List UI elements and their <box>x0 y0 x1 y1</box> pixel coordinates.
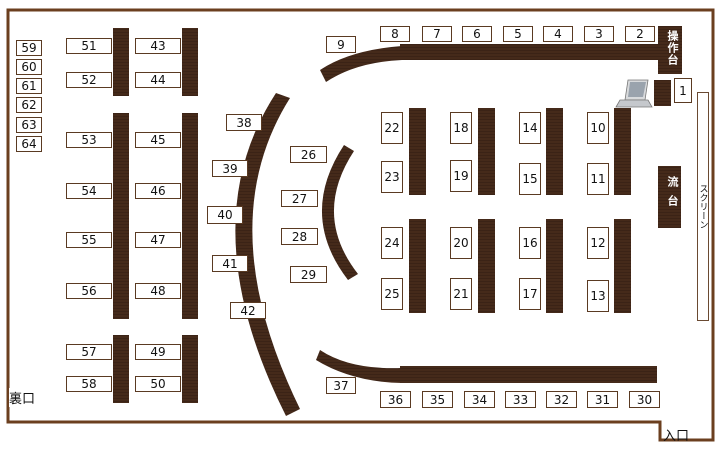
seat-51[interactable]: 51 <box>66 38 112 54</box>
seat-22[interactable]: 22 <box>381 112 403 144</box>
desk <box>113 113 129 319</box>
seat-2[interactable]: 2 <box>625 26 655 42</box>
seat-13[interactable]: 13 <box>587 280 609 312</box>
desk <box>409 108 426 195</box>
desk <box>478 108 495 195</box>
sink-desk-label: 流台 <box>666 176 679 214</box>
seat-56[interactable]: 56 <box>66 283 112 299</box>
desk <box>316 350 402 383</box>
seat-39[interactable]: 39 <box>212 160 248 177</box>
seat-21[interactable]: 21 <box>450 278 472 310</box>
seat-5[interactable]: 5 <box>503 26 533 42</box>
desk <box>409 219 426 313</box>
desk <box>320 46 402 82</box>
desk <box>113 28 129 96</box>
seat-64[interactable]: 64 <box>16 136 42 152</box>
desk <box>182 28 198 96</box>
seat-20[interactable]: 20 <box>450 227 472 259</box>
seat-27[interactable]: 27 <box>281 190 318 207</box>
sink-desk <box>658 166 681 228</box>
seat-25[interactable]: 25 <box>381 278 403 310</box>
seat-3[interactable]: 3 <box>584 26 614 42</box>
control-desk-label: 操作台 <box>666 30 679 66</box>
seat-36[interactable]: 36 <box>380 391 411 408</box>
seat-35[interactable]: 35 <box>422 391 453 408</box>
seat-40[interactable]: 40 <box>207 206 243 224</box>
seat-12[interactable]: 12 <box>587 227 609 259</box>
seat-63[interactable]: 63 <box>16 117 42 133</box>
seat-55[interactable]: 55 <box>66 232 112 248</box>
seat-19[interactable]: 19 <box>450 160 472 192</box>
seat-28[interactable]: 28 <box>281 228 318 245</box>
seat-30[interactable]: 30 <box>629 391 660 408</box>
seat-34[interactable]: 34 <box>464 391 495 408</box>
seat-29[interactable]: 29 <box>290 266 327 283</box>
seat-42[interactable]: 42 <box>230 302 266 319</box>
seat-48[interactable]: 48 <box>135 283 181 299</box>
desk <box>478 219 495 313</box>
seat-37[interactable]: 37 <box>326 377 356 394</box>
seat-60[interactable]: 60 <box>16 59 42 75</box>
entrance-label: 入口 <box>663 429 690 444</box>
projection-screen: スクリーン <box>697 92 709 321</box>
seat-61[interactable]: 61 <box>16 78 42 94</box>
seat-62[interactable]: 62 <box>16 97 42 113</box>
seat-43[interactable]: 43 <box>135 38 181 54</box>
desk <box>400 366 657 383</box>
seat-15[interactable]: 15 <box>519 163 541 195</box>
seat-38[interactable]: 38 <box>226 114 262 131</box>
seat-24[interactable]: 24 <box>381 227 403 259</box>
seat-52[interactable]: 52 <box>66 72 112 88</box>
desk <box>235 93 300 416</box>
desk <box>654 80 671 106</box>
screen-label: スクリーン <box>697 184 708 229</box>
seat-4[interactable]: 4 <box>543 26 573 42</box>
seat-14[interactable]: 14 <box>519 112 541 144</box>
desk <box>546 108 563 195</box>
desk <box>614 219 631 313</box>
desk <box>182 113 198 319</box>
desk <box>614 108 631 195</box>
seat-41[interactable]: 41 <box>212 255 248 272</box>
seat-59[interactable]: 59 <box>16 40 42 56</box>
desk <box>113 335 129 403</box>
seat-44[interactable]: 44 <box>135 72 181 88</box>
control-desk <box>658 26 682 74</box>
back-door-label: 裏口 <box>9 388 36 407</box>
desk <box>546 219 563 313</box>
seat-10[interactable]: 10 <box>587 112 609 144</box>
desk <box>321 145 358 280</box>
laptop-icon <box>615 79 653 108</box>
seat-33[interactable]: 33 <box>505 391 536 408</box>
desk <box>400 44 658 60</box>
seat-31[interactable]: 31 <box>587 391 618 408</box>
seat-7[interactable]: 7 <box>422 26 452 42</box>
seat-46[interactable]: 46 <box>135 183 181 199</box>
seat-9[interactable]: 9 <box>326 36 356 53</box>
seat-50[interactable]: 50 <box>135 376 181 392</box>
seat-45[interactable]: 45 <box>135 132 181 148</box>
seat-32[interactable]: 32 <box>546 391 577 408</box>
seat-8[interactable]: 8 <box>380 26 410 42</box>
seat-57[interactable]: 57 <box>66 344 112 360</box>
seat-54[interactable]: 54 <box>66 183 112 199</box>
seat-6[interactable]: 6 <box>462 26 492 42</box>
seat-16[interactable]: 16 <box>519 227 541 259</box>
seat-1[interactable]: 1 <box>674 78 692 103</box>
seat-49[interactable]: 49 <box>135 344 181 360</box>
seat-53[interactable]: 53 <box>66 132 112 148</box>
room-wall <box>6 8 715 442</box>
seat-47[interactable]: 47 <box>135 232 181 248</box>
seat-18[interactable]: 18 <box>450 112 472 144</box>
seat-17[interactable]: 17 <box>519 278 541 310</box>
seat-26[interactable]: 26 <box>290 146 327 163</box>
seat-58[interactable]: 58 <box>66 376 112 392</box>
desk <box>182 335 198 403</box>
seat-23[interactable]: 23 <box>381 161 403 193</box>
seat-11[interactable]: 11 <box>587 163 609 195</box>
